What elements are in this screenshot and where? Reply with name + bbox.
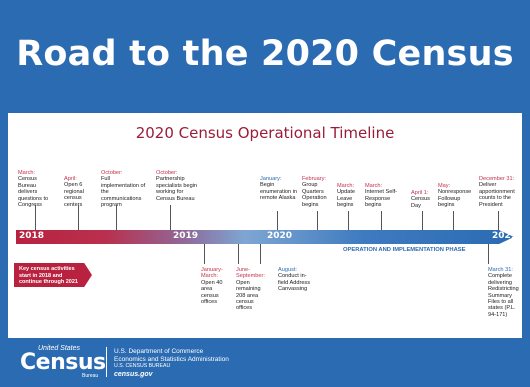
year-label: 2019 [173,231,199,241]
event-text: Partnership specialists begin working fo… [156,176,198,202]
footer: United States Census Bureau U.S. Departm… [18,345,318,381]
event-below: January-March: Open 40 area census offic… [201,267,231,305]
administration-name: Economics and Statistics Administration [114,355,229,363]
event-text: Group Quarters Operation begins [302,182,327,208]
event-above: March: Internet Self-Response begins [365,183,405,209]
timeline-panel: 2020 Census Operational Timeline March: … [8,113,522,338]
event-below: August: Conduct in-field Address Canvass… [278,267,314,293]
timeline-tick [498,211,499,230]
timeline-tick [381,211,382,230]
event-text: Update Leave begins [337,189,356,209]
event-date: April 1: [411,190,429,196]
event-date: December 31: [479,176,515,182]
event-below: June-September: Open remaining 208 area … [236,267,270,312]
event-above: October: Full implementation of the comm… [101,170,147,208]
phase-label: OPERATION AND IMPLEMENTATION PHASE [343,247,466,253]
event-above: April 1: Census Day [411,190,435,209]
year-label: 2018 [19,231,45,241]
year-label: 2020 [267,231,293,241]
department-block: U.S. Department of Commerce Economics an… [114,348,229,378]
census-logo-top[interactable]: United States [38,345,81,352]
website-link[interactable]: census.gov [114,370,153,378]
event-text: Begin enumeration in remote Alaska [260,182,298,202]
event-date: April: [64,176,77,182]
event-text: Census Bureau delivers questions to Cong… [18,176,49,209]
event-text: Nonresponse Followup begins [438,189,472,209]
event-above: May: Nonresponse Followup begins [438,183,478,209]
event-text: Internet Self-Response begins [365,189,398,209]
key-activities-note: Key census activities start in 2018 and … [14,263,92,287]
timeline-tick [488,244,489,264]
event-above: March: Update Leave begins [337,183,359,209]
timeline-tick [238,244,239,264]
event-above: February: Group Quarters Operation begin… [302,176,332,208]
timeline-tick [260,244,261,264]
event-date: August: [278,267,297,273]
timeline-tick [35,205,36,230]
timeline-tick [348,211,349,230]
event-date: June-September: [236,267,265,280]
event-text: Open remaining 208 area census offices [236,279,261,312]
event-date: May: [438,183,451,189]
timeline-tick [78,205,79,230]
event-date: January: [260,176,282,182]
event-date: March: [365,183,383,189]
event-text: Complete delivering Redistricting Summar… [488,273,519,318]
year-label: 2021 [492,231,518,241]
timeline-bar [16,230,514,244]
footer-divider [106,347,107,377]
timeline-tick [453,211,454,230]
event-below: March 31: Complete delivering Redistrict… [488,267,522,318]
department-name: U.S. Department of Commerce [114,348,204,355]
event-date: March: [18,170,36,176]
event-date: March 31: [488,267,513,273]
event-date: October: [156,170,178,176]
event-above: October: Partnership specialists begin w… [156,170,202,202]
event-text: Open 6 regional census centers [64,182,84,208]
event-date: March: [337,183,355,189]
event-date: February: [302,176,326,182]
page-title: Road to the 2020 Census [16,34,514,74]
event-text: Full implementation of the communication… [101,176,146,209]
timeline-tick [277,211,278,230]
event-text: Conduct in-field Address Canvassing [278,273,311,293]
timeline-subtitle: 2020 Census Operational Timeline [135,124,395,142]
event-above: April: Open 6 regional census centers [64,176,94,208]
event-text: Open 40 area census offices [201,279,223,306]
timeline-tick [170,205,171,230]
census-logo-bureau: Bureau [82,373,99,379]
event-above: December 31: Deliver apportionment count… [479,176,521,208]
bureau-name: U.S. CENSUS BUREAU [114,363,171,370]
event-date: October: [101,170,123,176]
event-text: Census Day [411,196,430,209]
timeline-tick [317,211,318,230]
timeline-tick [116,205,117,230]
timeline-tick [204,244,205,264]
census-logo[interactable]: Census [20,350,106,375]
timeline-tick [422,211,423,230]
event-date: January-March: [201,267,223,280]
event-above: March: Census Bureau delivers questions … [18,170,52,208]
event-text: Deliver apportionment counts to the Pres… [479,182,515,208]
event-above: January: Begin enumeration in remote Ala… [260,176,298,202]
